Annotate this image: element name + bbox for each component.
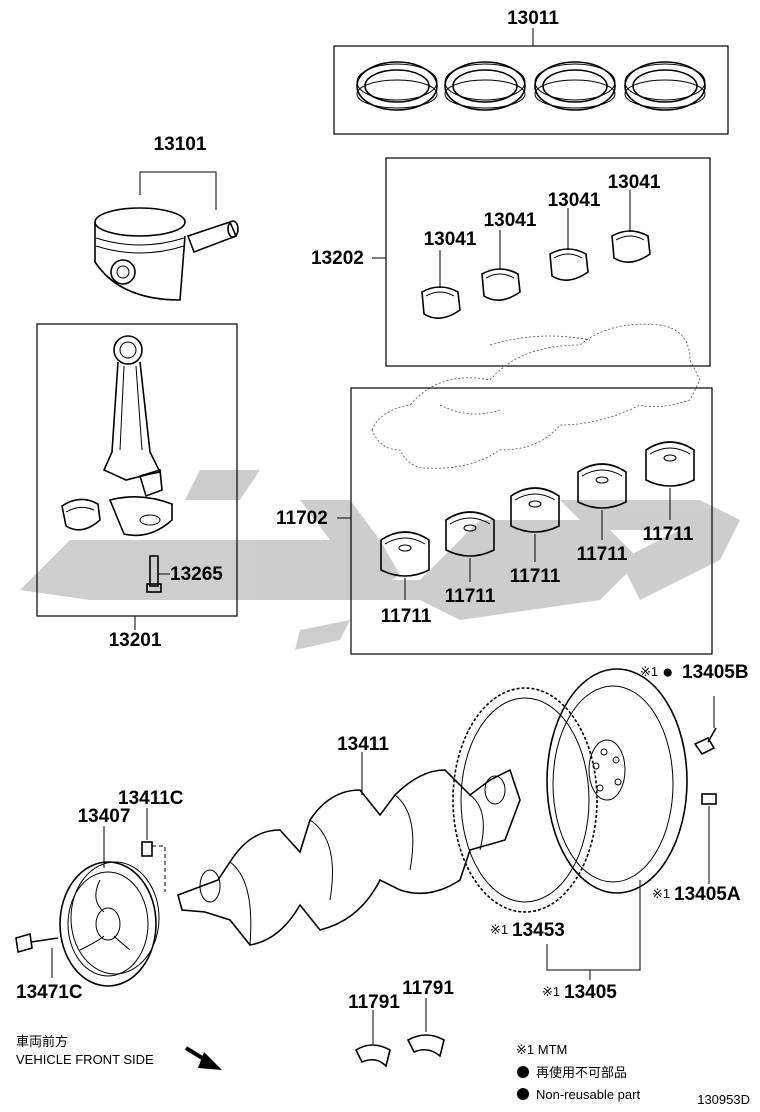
legend-mtm: ※1 MTM xyxy=(516,1042,567,1057)
main-bearing-5 xyxy=(645,441,695,487)
crankshaft-pulley xyxy=(59,861,160,987)
label-13471C[interactable]: 13471C xyxy=(16,982,83,1003)
flywheel xyxy=(546,668,688,894)
mark-reuse-13405b: ● xyxy=(662,662,673,683)
direction-note-en: VEHICLE FRONT SIDE xyxy=(16,1052,154,1067)
watermark-logo xyxy=(20,470,740,650)
label-13405[interactable]: 13405 xyxy=(564,982,617,1003)
mark-mtm-13453: ※1 xyxy=(490,922,508,937)
label-13405A[interactable]: 13405A xyxy=(674,884,741,905)
diagram-id: 130953D xyxy=(697,1092,750,1107)
mark-mtm-13405b: ※1 xyxy=(640,664,658,679)
thrust-washer-1 xyxy=(354,1044,391,1068)
label-13411C[interactable]: 13411C xyxy=(118,788,184,809)
pulley-key-pin xyxy=(141,841,153,857)
rod-bolt xyxy=(146,555,162,593)
label-13011[interactable]: 13011 xyxy=(507,8,559,29)
label-11702[interactable]: 11702 xyxy=(276,508,328,529)
crankshaft xyxy=(177,768,521,946)
main-bearing-2 xyxy=(445,511,495,557)
connecting-rod xyxy=(102,335,173,537)
label-13411[interactable]: 13411 xyxy=(337,734,389,755)
label-13201[interactable]: 13201 xyxy=(109,630,162,651)
direction-note-jp: 車両前方 xyxy=(16,1034,68,1049)
label-11711-e[interactable]: 11711 xyxy=(643,524,694,545)
label-13453[interactable]: 13453 xyxy=(512,920,565,941)
legend-dot-icon xyxy=(517,1066,529,1078)
legend-nonreusable-en: Non-reusable part xyxy=(536,1087,640,1102)
label-11711-c[interactable]: 11711 xyxy=(510,566,561,587)
legend-dot-icon-2 xyxy=(517,1088,529,1100)
label-13405B[interactable]: 13405B xyxy=(682,662,749,683)
label-13101[interactable]: 13101 xyxy=(154,134,207,155)
label-11791-b[interactable]: 11791 xyxy=(402,978,454,999)
main-bearing-4 xyxy=(577,463,627,509)
main-bearing-1 xyxy=(380,531,430,577)
arrow-icon xyxy=(184,1046,222,1070)
label-13041-c[interactable]: 13041 xyxy=(548,190,601,211)
flywheel-bolt xyxy=(693,727,717,756)
rings-box xyxy=(333,45,729,135)
piston-ring-set xyxy=(356,61,706,111)
crank-bearing-2 xyxy=(481,268,521,301)
label-13265[interactable]: 13265 xyxy=(170,564,223,585)
label-13041-d[interactable]: 13041 xyxy=(608,172,661,193)
mark-mtm-13405a: ※1 xyxy=(652,886,670,901)
thrust-washer-2 xyxy=(406,1034,445,1058)
crank-bearing-3 xyxy=(549,248,589,281)
label-13041-a[interactable]: 13041 xyxy=(424,229,477,250)
crankshaft-ghost-outline xyxy=(371,323,701,469)
main-bearing-box xyxy=(350,387,713,655)
legend-nonreusable-jp: 再使用不可部品 xyxy=(536,1065,627,1080)
label-13202[interactable]: 13202 xyxy=(311,248,364,269)
rod-bearing-half xyxy=(61,498,101,531)
mark-mtm-13405: ※1 xyxy=(542,984,560,999)
piston-pin xyxy=(186,220,239,254)
piston xyxy=(94,207,186,301)
label-11791-a[interactable]: 11791 xyxy=(348,992,400,1013)
flywheel-pin xyxy=(701,793,717,805)
label-11711-b[interactable]: 11711 xyxy=(445,586,496,607)
rod-box xyxy=(36,323,238,617)
crank-bearing-4 xyxy=(611,230,651,263)
label-11711-a[interactable]: 11711 xyxy=(381,606,432,627)
label-13407[interactable]: 13407 xyxy=(78,806,131,827)
main-bearing-3 xyxy=(510,487,560,533)
crank-bearing-1 xyxy=(421,286,461,319)
pulley-bolt xyxy=(15,932,59,954)
crank-bearing-box xyxy=(385,157,711,367)
label-13041-b[interactable]: 13041 xyxy=(484,210,537,231)
label-11711-d[interactable]: 11711 xyxy=(577,544,628,565)
ring-gear xyxy=(452,687,598,913)
